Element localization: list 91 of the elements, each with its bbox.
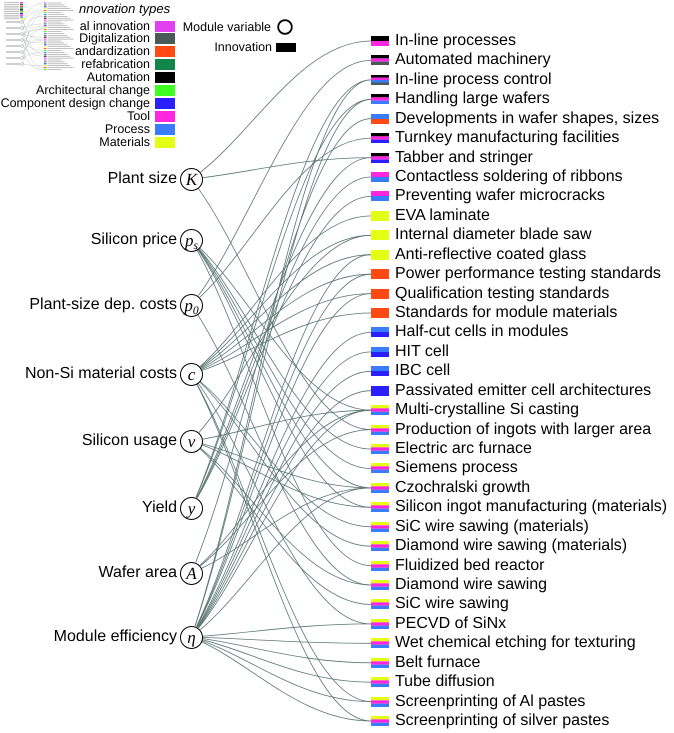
innovation-label: SiC wire sawing (materials) [395, 516, 589, 537]
connector-line [198, 60, 372, 296]
innovation-label: In-line process control [395, 70, 552, 90]
variable-label: Yield [142, 498, 177, 518]
variable-circle [180, 430, 203, 452]
innovation-label: Belt furnace [395, 652, 480, 673]
connector-line [199, 248, 372, 411]
variable-label: Silicon usage [82, 431, 177, 451]
connector-line [196, 250, 372, 566]
innovation-label: Tube diffusion [395, 672, 495, 692]
connector-line [202, 312, 372, 371]
innovation-label: Silicon ingot manufacturing (materials) [395, 497, 668, 518]
innovation-label: SiC wire sawing [395, 594, 509, 614]
variable-circle [180, 626, 203, 648]
legend-label: andardization [74, 45, 150, 58]
connector-line [202, 638, 372, 664]
legend-label: Digitalization [79, 32, 150, 46]
variable-label: Non-Si material costs [24, 364, 177, 384]
legend-label: Architectural change [36, 84, 150, 97]
variable-label: Plant-size dep. costs [29, 295, 177, 315]
innovation-label: EVA laminate [395, 206, 490, 226]
connector-line [195, 118, 372, 563]
legend-label: al innovation [80, 20, 150, 32]
innovation-label: In-line processes [395, 31, 516, 51]
innovation-label: Turnkey manufacturing facilities [395, 128, 620, 148]
math-symbol: K [186, 170, 198, 188]
math-symbol: c [188, 366, 196, 382]
innovation-label: Diamond wire sawing (materials) [395, 536, 628, 556]
innovation-label: Passivated emitter cell architectures [395, 380, 652, 401]
legend-label: Tool [127, 110, 150, 123]
legend-label: Innovation [214, 41, 272, 54]
innovation-label: Handling large wafers [395, 89, 550, 110]
connector-line [202, 637, 372, 644]
variable-label: Wafer area [98, 563, 177, 583]
innovation-label: Half-cut cells in modules [395, 322, 568, 342]
variable-label: Silicon price [90, 230, 177, 250]
math-symbol: η [187, 628, 196, 646]
variable-circle [180, 168, 203, 190]
innovation-label: Siemens process [395, 458, 518, 478]
innovation-label: Power performance testing standards [395, 264, 661, 284]
innovation-label: Diamond wire sawing [395, 575, 548, 596]
innovation-label: Fluidized bed reactor [395, 556, 544, 576]
connector-line [200, 138, 372, 298]
variable-label: Module efficiency [54, 627, 177, 647]
math-symbol: y [188, 500, 196, 516]
connector-line [202, 624, 372, 637]
connector-line [200, 40, 372, 172]
innovation-label: Wet chemical etching for texturing [395, 633, 636, 654]
connector-line [200, 488, 372, 630]
connector-line [202, 640, 372, 702]
legend-label: Materials [99, 136, 150, 149]
innovation-label: Developments in wafer shapes, sizes [395, 108, 660, 129]
innovation-label: Electric arc furnace [395, 439, 532, 460]
connector-line [202, 639, 372, 683]
legend-label: Automation [86, 71, 150, 84]
math-symbol: A [186, 564, 197, 582]
innovation-label: Qualification testing standards [395, 284, 610, 304]
innovation-label: IBC cell [395, 361, 450, 382]
innovation-label: Anti-reflective coated glass [395, 244, 586, 265]
variable-circle [180, 294, 203, 316]
innovation-label: Screenprinting of silver pastes [395, 711, 610, 732]
legend-label: Process [104, 122, 150, 136]
connector-line [202, 293, 372, 370]
variable-circle [180, 362, 203, 386]
innovation-label: Screenprinting of Al pastes [395, 692, 586, 712]
variable-circle [180, 496, 203, 520]
innovation-label: Contactless soldering of ribbons [395, 167, 623, 187]
innovation-label: Multi-crystalline Si casting [395, 400, 580, 420]
connector-line [202, 444, 372, 508]
math-symbol: p$_{0}$ [184, 296, 199, 314]
innovation-label: Czochralski growth [395, 478, 530, 498]
legend-label: Component design change [0, 96, 150, 110]
legend-label: Module variable [182, 20, 271, 34]
innovation-label: Production of ingots with larger area [395, 420, 652, 440]
innovation-label: Standards for module materials [395, 303, 618, 324]
innovation-label: Preventing wafer microcracks [395, 186, 605, 206]
variable-circle [180, 228, 203, 252]
innovation-label: Automated machinery [395, 50, 551, 70]
connector-line [202, 642, 372, 722]
legend-title: nnovation types [79, 1, 170, 17]
variable-circle [180, 562, 203, 584]
innovation-label: Tabber and stringer [395, 148, 533, 168]
innovation-label: PECVD of SiNx [395, 614, 506, 634]
legend-label: refabrication [81, 58, 150, 72]
math-symbol: p$_{s}$ [185, 232, 198, 248]
variable-label: Plant size [108, 169, 177, 189]
connector-line [202, 157, 372, 178]
connector-line [198, 188, 372, 430]
innovation-label: Internal diameter blade saw [395, 225, 592, 246]
innovation-label: HIT cell [395, 342, 449, 362]
math-symbol: v [188, 432, 196, 450]
